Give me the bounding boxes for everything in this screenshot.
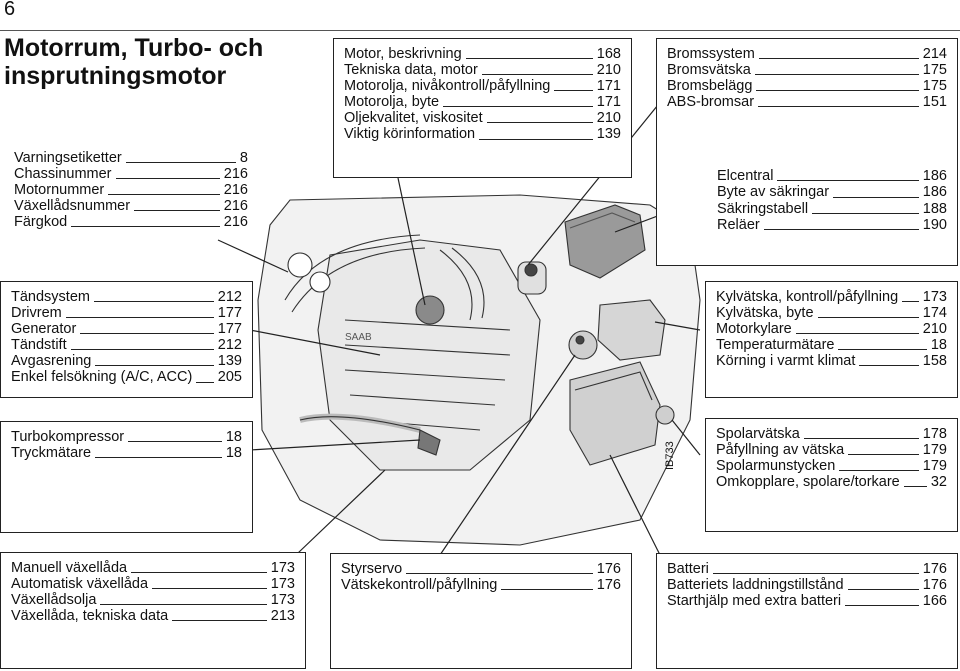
leader-vehicle-id: [217, 239, 289, 273]
figure-code: IB733: [664, 441, 676, 470]
leader-ignition: [249, 329, 381, 356]
header-rule: [0, 30, 960, 31]
index-entry: Enkel felsökning (A/C, ACC)205: [11, 369, 242, 386]
leader-turbo: [249, 439, 421, 451]
page-number: 6: [4, 0, 16, 20]
leader-steering: [439, 354, 576, 556]
leader-engine: [397, 177, 426, 306]
page-title: Motorrum, Turbo- och insprutningsmotor: [4, 34, 264, 90]
leader-washer: [671, 419, 701, 456]
leader-cooling: [654, 321, 701, 331]
leader-battery: [609, 454, 661, 556]
brand-logo-text: SAAB: [345, 332, 372, 343]
leader-gearbox: [297, 469, 386, 554]
